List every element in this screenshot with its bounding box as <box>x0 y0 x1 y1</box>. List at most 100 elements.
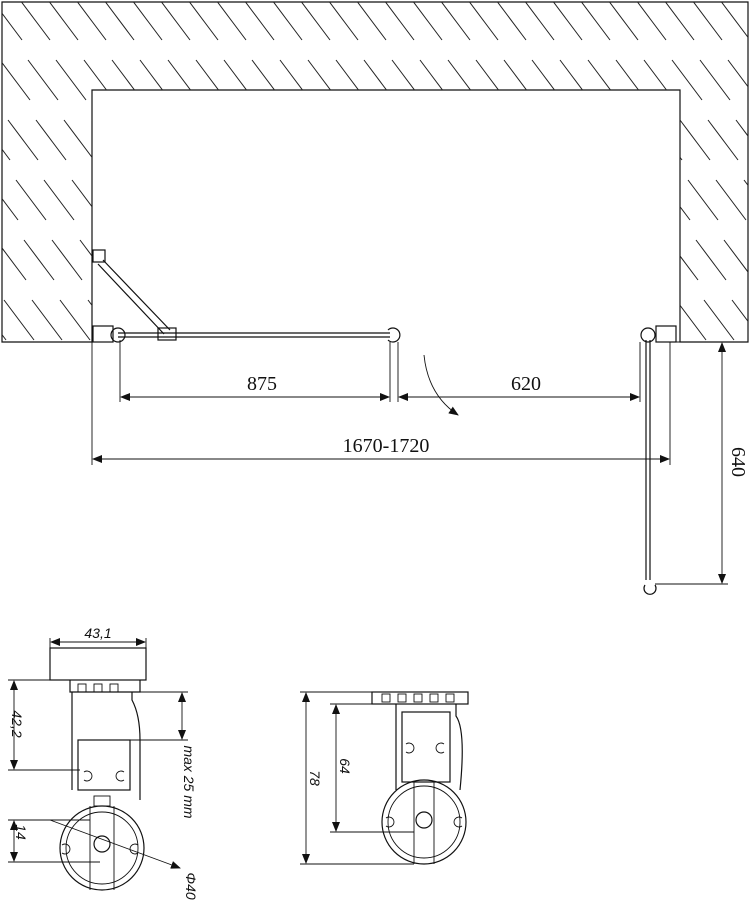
hatch-line <box>147 119 179 161</box>
hatch-line <box>547 179 579 221</box>
hatch-line <box>376 360 406 400</box>
hatch-line <box>579 2 611 41</box>
hatch-line <box>51 239 83 281</box>
right-profile-detail: 64 78 <box>300 691 469 865</box>
hatch-line <box>367 299 399 341</box>
hatch-line <box>460 360 490 400</box>
hatch-line <box>551 2 583 41</box>
hatch-line <box>607 2 639 41</box>
hatch-line <box>451 299 483 341</box>
hatch-line <box>343 119 375 161</box>
support-bar-mount <box>92 249 106 263</box>
dim-875: 875 <box>247 373 277 395</box>
hatch-line <box>295 179 327 221</box>
support-bar <box>97 259 171 335</box>
hatch-line <box>275 239 307 281</box>
hatch-line <box>71 179 103 221</box>
hatch-line <box>223 59 255 101</box>
hatch-line <box>443 239 475 281</box>
hatch-line <box>159 2 191 41</box>
plan-dimensions: 875 620 1670-1720 640 <box>91 340 749 585</box>
door-swing-arrow <box>423 354 459 416</box>
hatch-line <box>183 179 215 221</box>
hatch-line <box>507 299 539 341</box>
dim-max-25: max 25 mm <box>181 745 197 818</box>
plan-view <box>92 249 677 595</box>
hatch-line <box>3 299 35 341</box>
hatch-line <box>611 239 643 281</box>
hatch-line <box>0 360 14 400</box>
hatch-line <box>255 299 287 341</box>
hatch-line <box>555 239 587 281</box>
hatch-line <box>315 119 347 161</box>
hatch-line <box>271 2 303 41</box>
hatch-line <box>712 360 742 400</box>
hatch-line <box>215 2 247 41</box>
hatch-line <box>656 360 686 400</box>
hatch-line <box>299 2 331 41</box>
hinge-circle <box>59 805 145 891</box>
hatch-line <box>2 239 27 281</box>
hatch-line <box>267 179 299 221</box>
hatch-line <box>127 179 159 221</box>
hatch-line <box>427 119 459 161</box>
hatch-line <box>572 360 602 400</box>
left-hinge <box>110 327 126 343</box>
hatch-line <box>23 239 55 281</box>
hatch-line <box>35 119 67 161</box>
hatch-line <box>124 360 154 400</box>
hatch-line <box>231 119 263 161</box>
hatch-line <box>619 299 651 341</box>
hatch-line <box>195 59 227 101</box>
hatch-line <box>155 179 187 221</box>
hatch-line <box>419 59 451 101</box>
hatch-line <box>691 2 723 41</box>
hatch-line <box>567 119 599 161</box>
hatch-line <box>539 119 571 161</box>
hatch-line <box>103 2 135 41</box>
hatch-line <box>531 59 563 101</box>
dim-43-1: 43,1 <box>84 625 111 641</box>
top-plate <box>371 691 469 705</box>
hatch-line <box>535 299 567 341</box>
left-panel-end <box>387 327 401 343</box>
hatch-line <box>439 2 471 41</box>
hatch-line <box>703 299 735 341</box>
hatch-line <box>27 59 59 101</box>
hatch-line <box>647 299 679 341</box>
hatch-line <box>199 299 231 341</box>
hatch-line <box>323 179 355 221</box>
hatch-line <box>544 360 574 400</box>
hatch-line <box>251 59 283 101</box>
hatch-line <box>495 2 527 41</box>
hatch-line <box>91 119 123 161</box>
hatch-line <box>623 119 655 161</box>
hatch-line <box>12 360 42 400</box>
hatch-line <box>455 119 487 161</box>
dim-620: 620 <box>511 373 541 395</box>
hatch-line <box>379 179 411 221</box>
hatch-line <box>727 59 748 101</box>
hatch-line <box>743 179 748 221</box>
hatch-line <box>187 2 219 41</box>
hatch-line <box>631 179 663 221</box>
hinge-circle-right <box>381 779 467 865</box>
hatch-line <box>339 299 371 341</box>
hatch-line <box>483 119 515 161</box>
hatch-line <box>55 59 87 101</box>
hatch-line <box>591 299 623 341</box>
hatch-line <box>639 239 671 281</box>
hatch-line <box>327 2 359 41</box>
side-glass-panel <box>645 340 651 580</box>
hatch-line <box>628 360 658 400</box>
hatch-line <box>715 179 747 221</box>
hatch-line <box>175 119 207 161</box>
dim-42-2: 42,2 <box>9 710 25 737</box>
inner-channel-right <box>401 711 451 783</box>
hatch-line <box>407 179 439 221</box>
hatch-line <box>411 2 443 41</box>
hatch-line <box>19 2 51 41</box>
hatch-line <box>227 299 259 341</box>
hatch-line <box>167 59 199 101</box>
